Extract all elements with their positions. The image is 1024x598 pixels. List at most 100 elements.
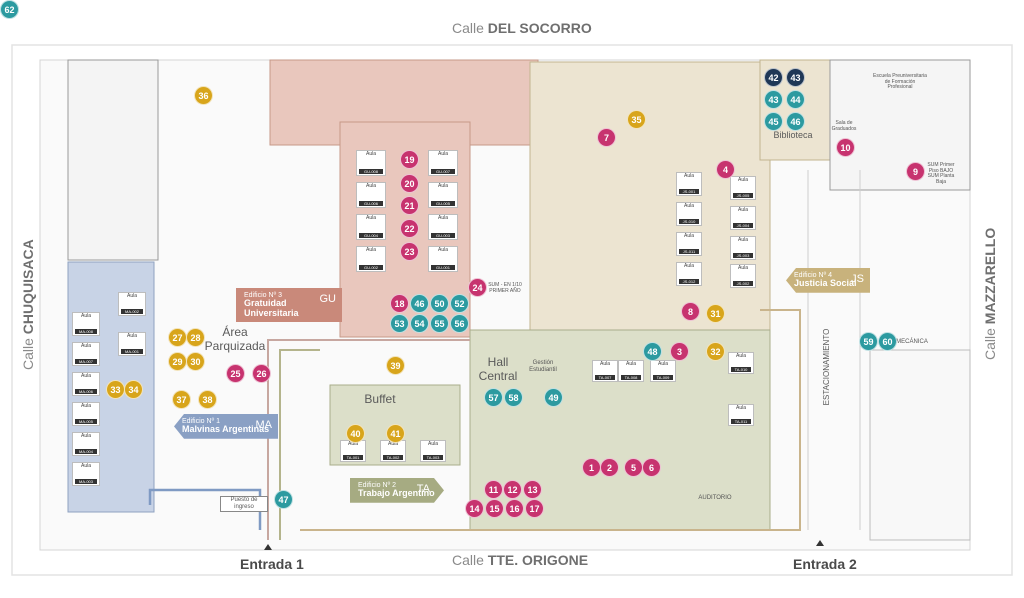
location-marker[interactable]: 28 [186,328,205,347]
location-marker[interactable]: 52 [450,294,469,313]
location-marker[interactable]: 20 [400,174,419,193]
location-marker[interactable]: 30 [186,352,205,371]
building-ta-tag[interactable]: Edificio Nº 2 Trabajo Argentino TA [350,478,444,503]
classroom-code: MA-004 [75,449,97,454]
location-marker[interactable]: 40 [346,424,365,443]
location-marker[interactable]: 27 [168,328,187,347]
location-marker[interactable]: 7 [597,128,616,147]
location-marker[interactable]: 26 [252,364,271,383]
location-marker[interactable]: 38 [198,390,217,409]
location-marker[interactable]: 56 [450,314,469,333]
building-js-tag[interactable]: Edificio Nº 4 Justicia Social JS [786,268,870,293]
location-marker[interactable]: 43 [764,90,783,109]
location-marker[interactable]: 55 [430,314,449,333]
location-marker[interactable]: 19 [400,150,419,169]
location-marker[interactable]: 50 [430,294,449,313]
location-marker[interactable]: 3 [670,342,689,361]
location-marker[interactable]: 10 [836,138,855,157]
location-marker[interactable]: 13 [523,480,542,499]
location-marker[interactable]: 5 [624,458,643,477]
location-marker[interactable]: 22 [400,219,419,238]
location-marker[interactable]: 18 [390,294,409,313]
location-marker[interactable]: 14 [465,499,484,518]
location-marker[interactable]: 6 [642,458,661,477]
location-marker[interactable]: 49 [544,388,563,407]
location-marker[interactable]: 41 [386,424,405,443]
location-marker[interactable]: 29 [168,352,187,371]
building-gu-tag[interactable]: Edificio Nº 3 Gratuidad Universitaria GU [236,288,342,323]
location-marker[interactable]: 57 [484,388,503,407]
location-marker[interactable]: 12 [503,480,522,499]
location-marker[interactable]: 46 [786,112,805,131]
location-marker[interactable]: 54 [410,314,429,333]
location-marker[interactable]: 58 [504,388,523,407]
location-marker[interactable]: 9 [906,162,925,181]
location-marker[interactable]: 11 [484,480,503,499]
location-marker[interactable]: 45 [764,112,783,131]
location-marker[interactable]: 39 [386,356,405,375]
location-marker[interactable]: 17 [525,499,544,518]
location-marker[interactable]: 43 [786,68,805,87]
location-marker[interactable]: 16 [505,499,524,518]
location-marker[interactable]: 44 [786,90,805,109]
location-marker[interactable]: 62 [0,0,19,19]
location-marker[interactable]: 42 [764,68,783,87]
location-marker[interactable]: 36 [194,86,213,105]
location-marker[interactable]: 48 [643,342,662,361]
location-marker[interactable]: 21 [400,196,419,215]
location-marker[interactable]: 31 [706,304,725,323]
location-marker[interactable]: 59 [859,332,878,351]
location-marker[interactable]: 8 [681,302,700,321]
location-marker[interactable]: 35 [627,110,646,129]
location-marker[interactable]: 37 [172,390,191,409]
location-marker[interactable]: 23 [400,242,419,261]
location-marker[interactable]: 60 [878,332,897,351]
location-marker[interactable]: 34 [124,380,143,399]
location-marker[interactable]: 24 [468,278,487,297]
location-marker[interactable]: 32 [706,342,725,361]
location-marker[interactable]: 46 [410,294,429,313]
location-marker[interactable]: 2 [600,458,619,477]
location-marker[interactable]: 33 [106,380,125,399]
location-marker[interactable]: 47 [274,490,293,509]
classroom-label: Aula [683,263,694,269]
location-marker[interactable]: 15 [485,499,504,518]
location-marker[interactable]: 53 [390,314,409,333]
building-ma-tag[interactable]: Edificio Nº 1 Malvinas Argentinas MA [174,414,278,439]
location-marker[interactable]: 25 [226,364,245,383]
location-marker[interactable]: 1 [582,458,601,477]
location-marker[interactable]: 4 [716,160,735,179]
